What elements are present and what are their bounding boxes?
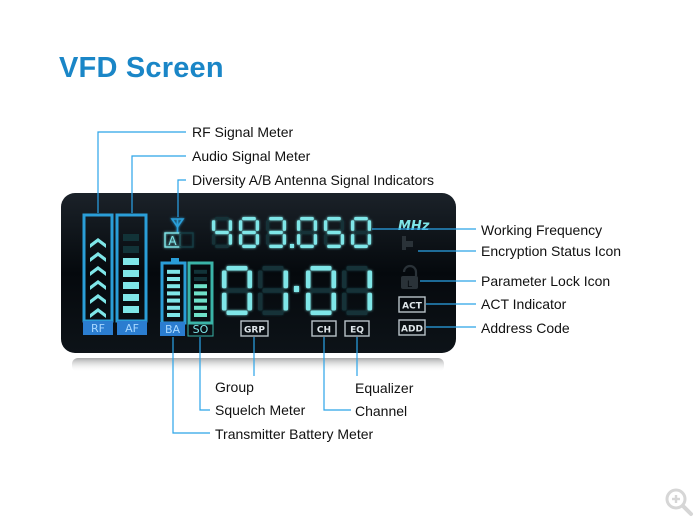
address-code-indicator: ADD (398, 319, 426, 336)
squelch-level-bar (194, 284, 207, 289)
frequency-digit (266, 217, 286, 248)
af-level-bar (123, 246, 139, 253)
callout-act-indicator: ACT Indicator (481, 296, 567, 312)
svg-text:GRP: GRP (244, 326, 265, 336)
callout-diversity: Diversity A/B Antenna Signal Indicators (192, 172, 435, 188)
battery-level-bar (167, 284, 180, 289)
callout-audio-signal-meter: Audio Signal Meter (192, 148, 311, 164)
frequency-digit (297, 217, 317, 248)
zoom-in-icon[interactable] (664, 487, 694, 517)
rf-level-chevron (90, 294, 106, 304)
leader-channel (323, 337, 351, 411)
battery-level-bar (167, 298, 180, 303)
display-separator (294, 286, 299, 292)
group-digit (258, 266, 288, 315)
key-icon (402, 236, 413, 250)
frequency-digit (351, 217, 371, 248)
svg-text:ADD: ADD (401, 325, 423, 335)
callout-address-code: Address Code (481, 320, 570, 336)
leader-battery (172, 337, 210, 434)
squelch-meter: SO (187, 261, 214, 337)
callout-channel: Channel (355, 403, 408, 419)
so-label: SO (193, 323, 209, 336)
leader-rf (97, 131, 186, 213)
frequency-digit (212, 217, 232, 248)
af-level-bar (123, 234, 139, 241)
callout-group: Group (215, 379, 254, 395)
af-level-bar (123, 282, 139, 289)
lock-icon: L (401, 264, 418, 290)
callout-rf-signal-meter: RF Signal Meter (192, 124, 294, 140)
channel-digit (342, 266, 372, 315)
panel-reflection (72, 358, 444, 372)
battery-level-bar (167, 269, 180, 274)
rf-signal-meter: RF (82, 213, 114, 335)
group-tag: GRP (240, 320, 269, 337)
page-title: VFD Screen (59, 52, 224, 84)
battery-level-bar (167, 313, 180, 317)
group-digit (222, 266, 252, 315)
callout-parameter-lock: Parameter Lock Icon (481, 273, 611, 289)
leader-af (131, 155, 186, 213)
leader-lines (97, 131, 476, 434)
antenna-icon: A (164, 218, 194, 248)
rf-label: RF (91, 322, 105, 335)
af-level-bar (123, 270, 139, 277)
af-level-bar (123, 306, 139, 313)
rf-level-chevron (90, 238, 106, 248)
svg-text:L: L (407, 280, 412, 290)
channel-group-display (222, 266, 372, 315)
svg-text:CH: CH (317, 326, 331, 336)
equalizer-tag: EQ (344, 320, 370, 337)
frequency-digit (239, 217, 259, 248)
af-label: AF (125, 322, 139, 335)
frequency-decimal-point (290, 244, 294, 248)
squelch-level-bar (194, 298, 207, 303)
rf-level-chevron (90, 266, 106, 276)
squelch-level-bar (194, 305, 207, 310)
af-level-bar (123, 294, 139, 301)
channel-tag: CH (311, 320, 337, 337)
callout-working-frequency: Working Frequency (481, 222, 603, 238)
callout-squelch-meter: Squelch Meter (215, 402, 306, 418)
frequency-digit (324, 217, 344, 248)
rf-level-chevron (90, 308, 106, 318)
leader-squelch (199, 337, 210, 411)
callout-battery-meter: Transmitter Battery Meter (215, 426, 374, 442)
squelch-level-bar (194, 313, 207, 317)
squelch-level-bar (194, 291, 207, 296)
svg-text:ACT: ACT (402, 302, 423, 312)
channel-digit (306, 266, 336, 315)
frequency-display (212, 217, 371, 248)
callout-equalizer: Equalizer (355, 380, 414, 396)
callout-encryption-status: Encryption Status Icon (481, 243, 622, 259)
squelch-level-bar (194, 269, 207, 274)
af-level-bar (123, 258, 139, 265)
ba-label: BA (165, 323, 181, 336)
battery-level-bar (167, 277, 180, 281)
act-indicator: ACT (398, 296, 426, 313)
audio-signal-meter: AF (115, 213, 148, 335)
squelch-level-bar (194, 277, 207, 281)
rf-level-chevron (90, 252, 106, 262)
leader-diversity (177, 179, 186, 217)
transmitter-battery-meter: BA (160, 258, 187, 336)
battery-level-bar (167, 305, 180, 310)
frequency-unit: MHz (398, 219, 430, 234)
antenna-label: A (168, 234, 177, 248)
rf-level-chevron (90, 280, 106, 290)
battery-level-bar (167, 291, 180, 296)
svg-text:EQ: EQ (350, 326, 364, 336)
